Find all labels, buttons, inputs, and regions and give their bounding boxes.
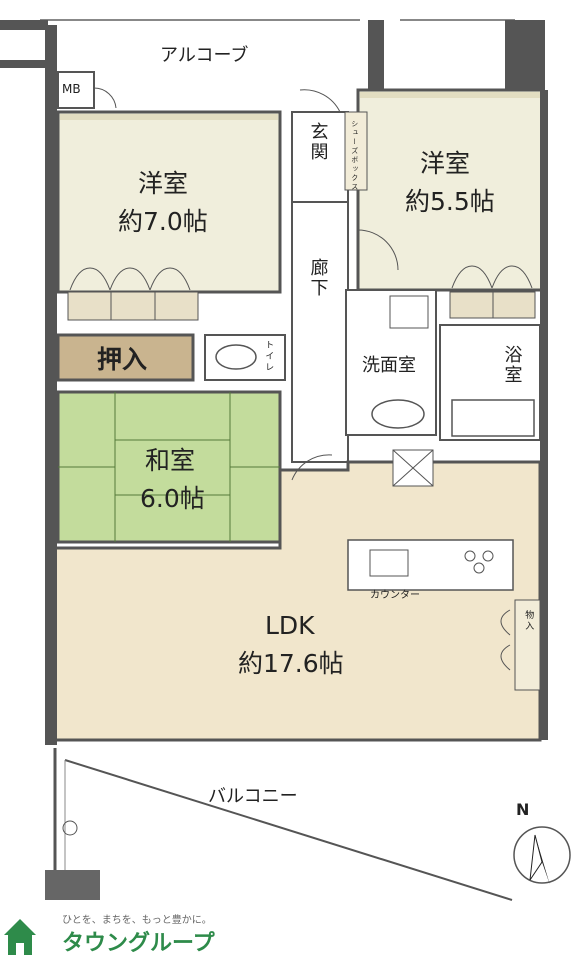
alcove-label: アルコーブ: [160, 45, 249, 66]
logo-name: タウングループ: [62, 931, 215, 956]
hallway-area: [291, 201, 349, 463]
logo-icon: [4, 919, 36, 955]
japanese-room-label: 和室: [145, 446, 196, 475]
ldk-size: 約17.6帖: [238, 649, 344, 678]
compass-north-label: N: [516, 800, 530, 819]
ldk-label: LDK: [265, 611, 315, 640]
closet-area: [56, 333, 195, 382]
storage-label: 物入: [523, 610, 534, 632]
washroom-area: [345, 289, 437, 436]
bathroom-label: 浴室: [501, 345, 523, 385]
toilet-room: [204, 334, 286, 381]
outer-wall-left: [45, 100, 57, 745]
mb-box: [57, 71, 117, 109]
entrance-label: 玄関: [307, 122, 329, 162]
mb-label: MB: [62, 82, 81, 96]
western-room-2: [356, 88, 545, 319]
western-room-1-size: 約7.0帖: [118, 207, 208, 236]
outer-wall-right: [540, 90, 548, 740]
closet-doors-1: [69, 267, 191, 291]
ldk-area: [53, 449, 542, 742]
western-room-2-label: 洋室: [420, 149, 471, 178]
alcove-area: [0, 19, 545, 105]
western-room-1: [56, 110, 282, 321]
washroom-label: 洗面室: [362, 355, 416, 376]
entrance-area: [291, 89, 368, 203]
balcony-area: [45, 748, 513, 901]
bathroom-area: [439, 324, 541, 441]
logo-tagline: ひとを、まちを、もっと豊かに。: [62, 915, 212, 926]
company-logo: ひとを、まちを、もっと豊かに。 タウングループ: [0, 905, 260, 960]
compass: [513, 826, 571, 885]
western-room-1-label: 洋室: [138, 169, 189, 198]
shoe-cabinet-label: シューズボックス: [350, 120, 359, 192]
western-room-2-size: 約5.5帖: [405, 187, 495, 216]
hallway-label: 廊下: [307, 258, 329, 298]
closet-label: 押入: [97, 345, 148, 374]
japanese-room-size: 6.0帖: [140, 484, 205, 513]
outlet-icon: [62, 820, 78, 836]
balcony-label: バルコニー: [208, 786, 298, 807]
counter-label: カウンター: [370, 590, 420, 601]
japanese-room: [56, 390, 282, 544]
toilet-label: トイレ: [263, 340, 274, 373]
